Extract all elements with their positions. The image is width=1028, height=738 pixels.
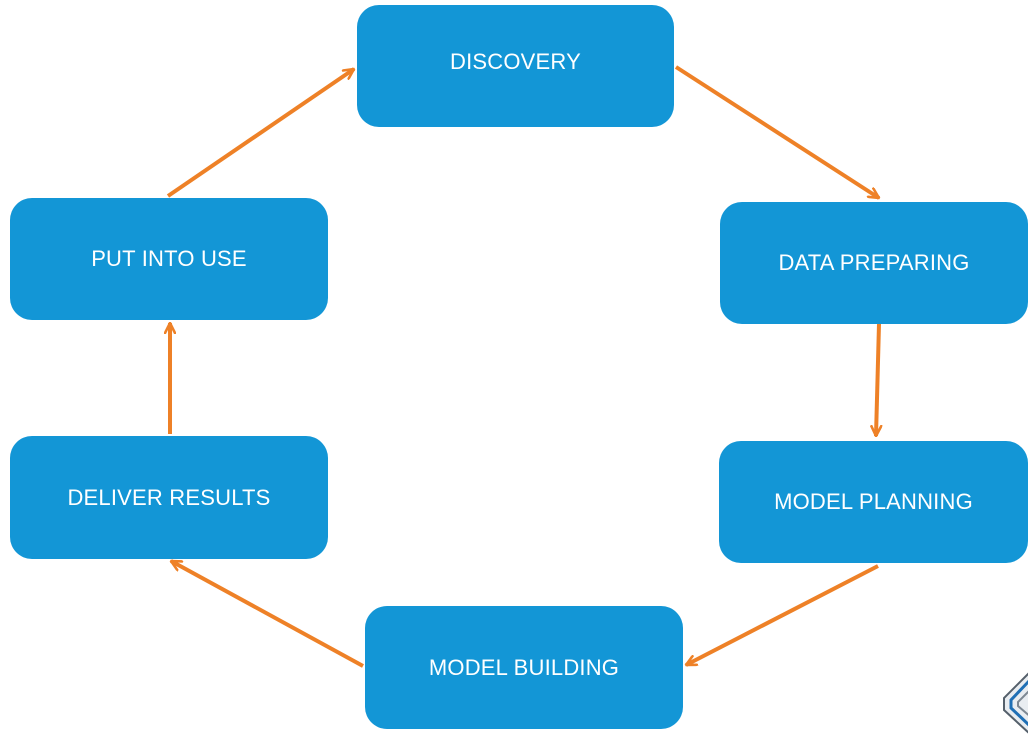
corner-logo-icon <box>1003 672 1028 734</box>
stage-discovery: DISCOVERY <box>357 5 674 127</box>
arrow-data-preparing-to-model-planning <box>876 323 879 436</box>
stage-label-put-into-use: PUT INTO USE <box>91 246 247 271</box>
stage-data-preparing: DATA PREPARING <box>720 202 1028 324</box>
stage-label-model-building: MODEL BUILDING <box>428 654 620 680</box>
arrow-model-planning-to-model-building <box>686 564 879 667</box>
stage-deliver-results: DELIVER RESULTS <box>10 436 328 559</box>
stage-label-discovery: DISCOVERY <box>450 49 581 74</box>
stage-put-into-use: PUT INTO USE <box>10 198 328 320</box>
stage-label-deliver-results: DELIVER RESULTS <box>67 484 271 510</box>
stage-model-planning: MODEL PLANNING <box>719 441 1028 563</box>
arrow-discovery-to-data-preparing <box>674 65 879 200</box>
stage-label-model-planning: MODEL PLANNING <box>774 489 973 514</box>
stage-label-data-preparing: DATA PREPARING <box>778 250 970 275</box>
arrow-model-building-to-deliver-results <box>171 559 364 668</box>
arrow-put-into-use-to-discovery <box>166 67 354 198</box>
stage-model-building: MODEL BUILDING <box>365 606 683 729</box>
